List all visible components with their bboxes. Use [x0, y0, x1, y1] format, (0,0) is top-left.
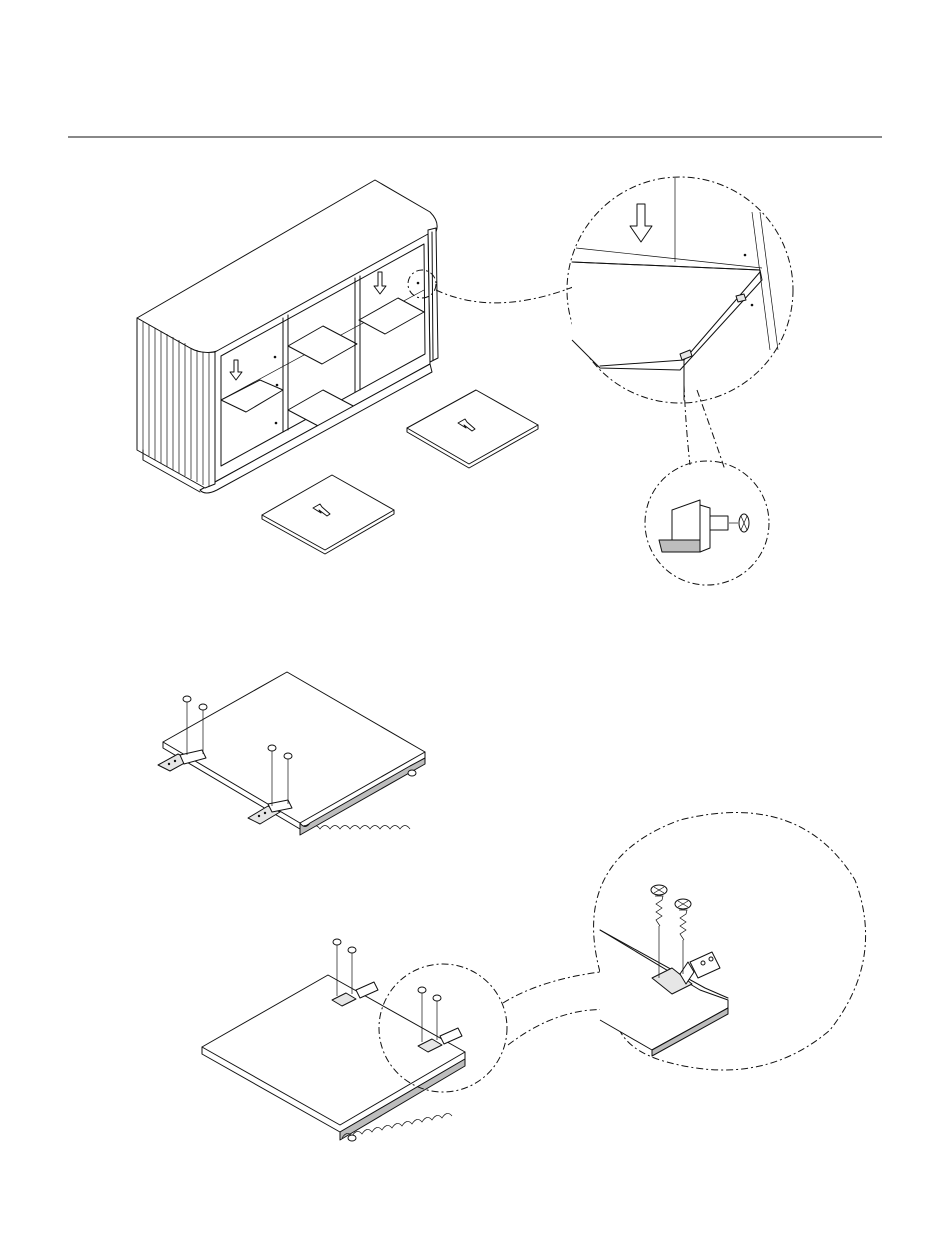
arrow-down-icon: [630, 204, 652, 242]
shelf-pin-detail: [567, 177, 793, 403]
bracket-icon: [659, 540, 700, 552]
shelf-support-pin-detail: [645, 461, 769, 585]
loose-shelf: [407, 390, 538, 468]
flipped-panel-brackets: [202, 939, 615, 1141]
shelf-pin-icon: [736, 294, 746, 302]
sideboard-figure: [137, 180, 438, 493]
loose-shelf: [262, 475, 394, 554]
bracket-screw-detail: [594, 813, 866, 1071]
screw-icon: [433, 995, 441, 1040]
bottom-panel-brackets: [158, 672, 425, 835]
